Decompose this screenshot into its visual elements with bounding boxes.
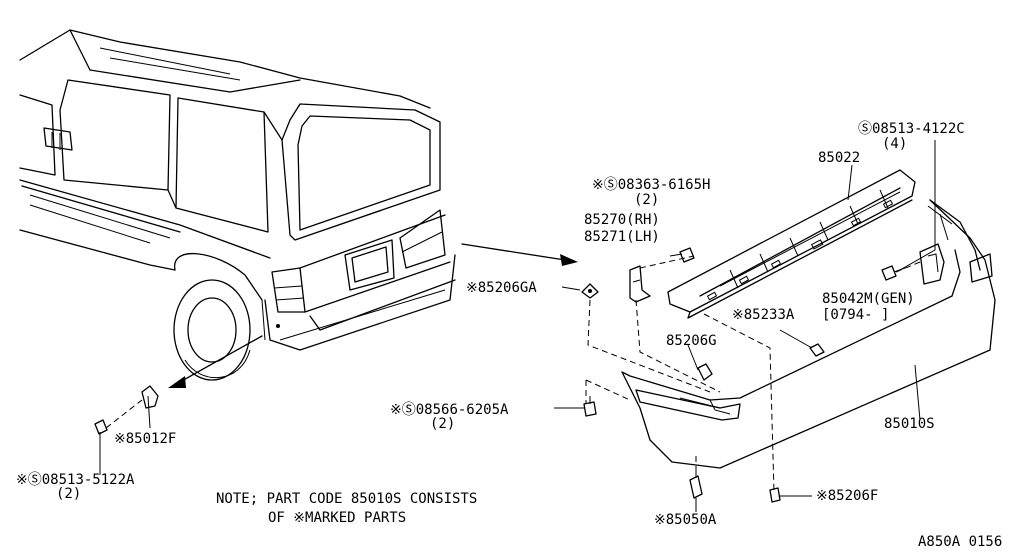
bumper-bracket-85270 — [629, 265, 651, 303]
bumper-reinforcement-85022 — [667, 169, 916, 319]
label-08513-5122a: ※Ⓢ08513-5122A — [16, 472, 135, 488]
fasteners — [94, 247, 906, 503]
direction-arrows — [168, 243, 578, 388]
bumper-fascia-85010s — [621, 199, 996, 469]
label-08513-5122a-qty: (2) — [56, 486, 81, 502]
label-85042m: 85042M(GEN) — [822, 291, 915, 307]
label-85206g: 85206G — [666, 333, 717, 349]
diagram-id: A850A 0156 — [918, 534, 1002, 550]
label-08566-6205a-qty: (2) — [430, 416, 455, 432]
leader-lines — [99, 140, 936, 512]
note-block: NOTE; PART CODE 85010S CONSISTS OF ※MARK… — [216, 491, 477, 526]
label-08513-4122c: Ⓢ08513-4122C — [858, 121, 965, 137]
label-08363-6165h: ※Ⓢ08363-6165H — [592, 177, 710, 193]
label-85270: 85270(RH) — [584, 212, 660, 228]
label-85010s: 85010S — [884, 416, 935, 432]
side-bracket-85042m — [919, 243, 945, 285]
label-08513-4122c-qty: (4) — [882, 136, 907, 152]
label-85206f: ※85206F — [816, 488, 878, 504]
label-85022: 85022 — [818, 150, 860, 166]
label-85042m-range: [0794- ] — [822, 307, 889, 323]
label-08363-6165h-qty: (2) — [634, 192, 659, 208]
label-85050a: ※85050A — [654, 512, 717, 528]
label-85012f: ※85012F — [114, 431, 176, 447]
label-85206ga: ※85206GA — [466, 280, 537, 296]
label-85271: 85271(LH) — [584, 229, 660, 245]
part-labels: Ⓢ08513-4122C (4) 85022 ※Ⓢ08363-6165H (2)… — [16, 121, 965, 528]
note-line-2: OF ※MARKED PARTS — [268, 510, 406, 526]
label-08566-6205a: ※Ⓢ08566-6205A — [390, 402, 509, 418]
assembly-lines — [105, 255, 921, 493]
van-illustration — [19, 29, 456, 381]
label-85233a: ※85233A — [732, 307, 795, 323]
note-line-1: NOTE; PART CODE 85010S CONSISTS — [216, 491, 477, 507]
